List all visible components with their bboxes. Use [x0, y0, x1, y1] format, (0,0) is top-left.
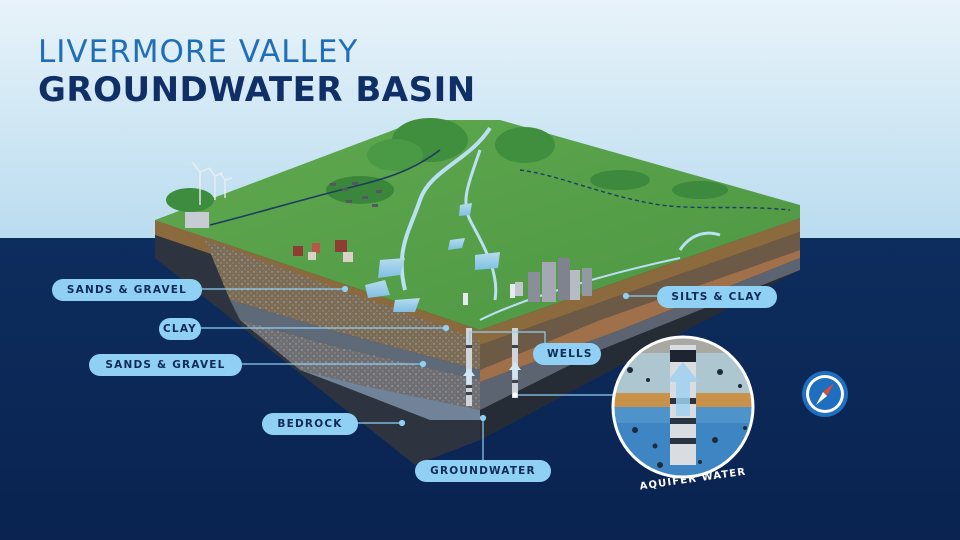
label-wells: WELLS: [533, 343, 601, 365]
aquifer-closeup: [613, 337, 753, 477]
label-silts-clay: SILTS & CLAY: [657, 286, 777, 308]
river: [399, 126, 492, 291]
basin-boundary: [519, 169, 791, 211]
label-sands-gravel-upper: SANDS & GRAVEL: [52, 279, 202, 301]
label-groundwater: GROUNDWATER: [415, 460, 551, 482]
well-left: [463, 328, 475, 406]
label-clay: CLAY: [159, 318, 201, 340]
factory: [185, 212, 209, 228]
title-line-2: GROUNDWATER BASIN: [38, 70, 476, 110]
leader-lines: [200, 285, 657, 460]
cattle: [330, 182, 382, 207]
compass-icon: [802, 371, 848, 417]
clay-layer: [230, 300, 480, 380]
city: [515, 258, 592, 302]
wind-turbines: [191, 161, 233, 205]
well-right: [509, 328, 521, 398]
groundwater-zone: [300, 370, 480, 420]
label-bedrock: BEDROCK: [262, 413, 358, 435]
label-sands-gravel-lower: SANDS & GRAVEL: [89, 354, 242, 376]
houses: [293, 240, 353, 262]
title-line-1: LIVERMORE VALLEY: [38, 34, 359, 70]
